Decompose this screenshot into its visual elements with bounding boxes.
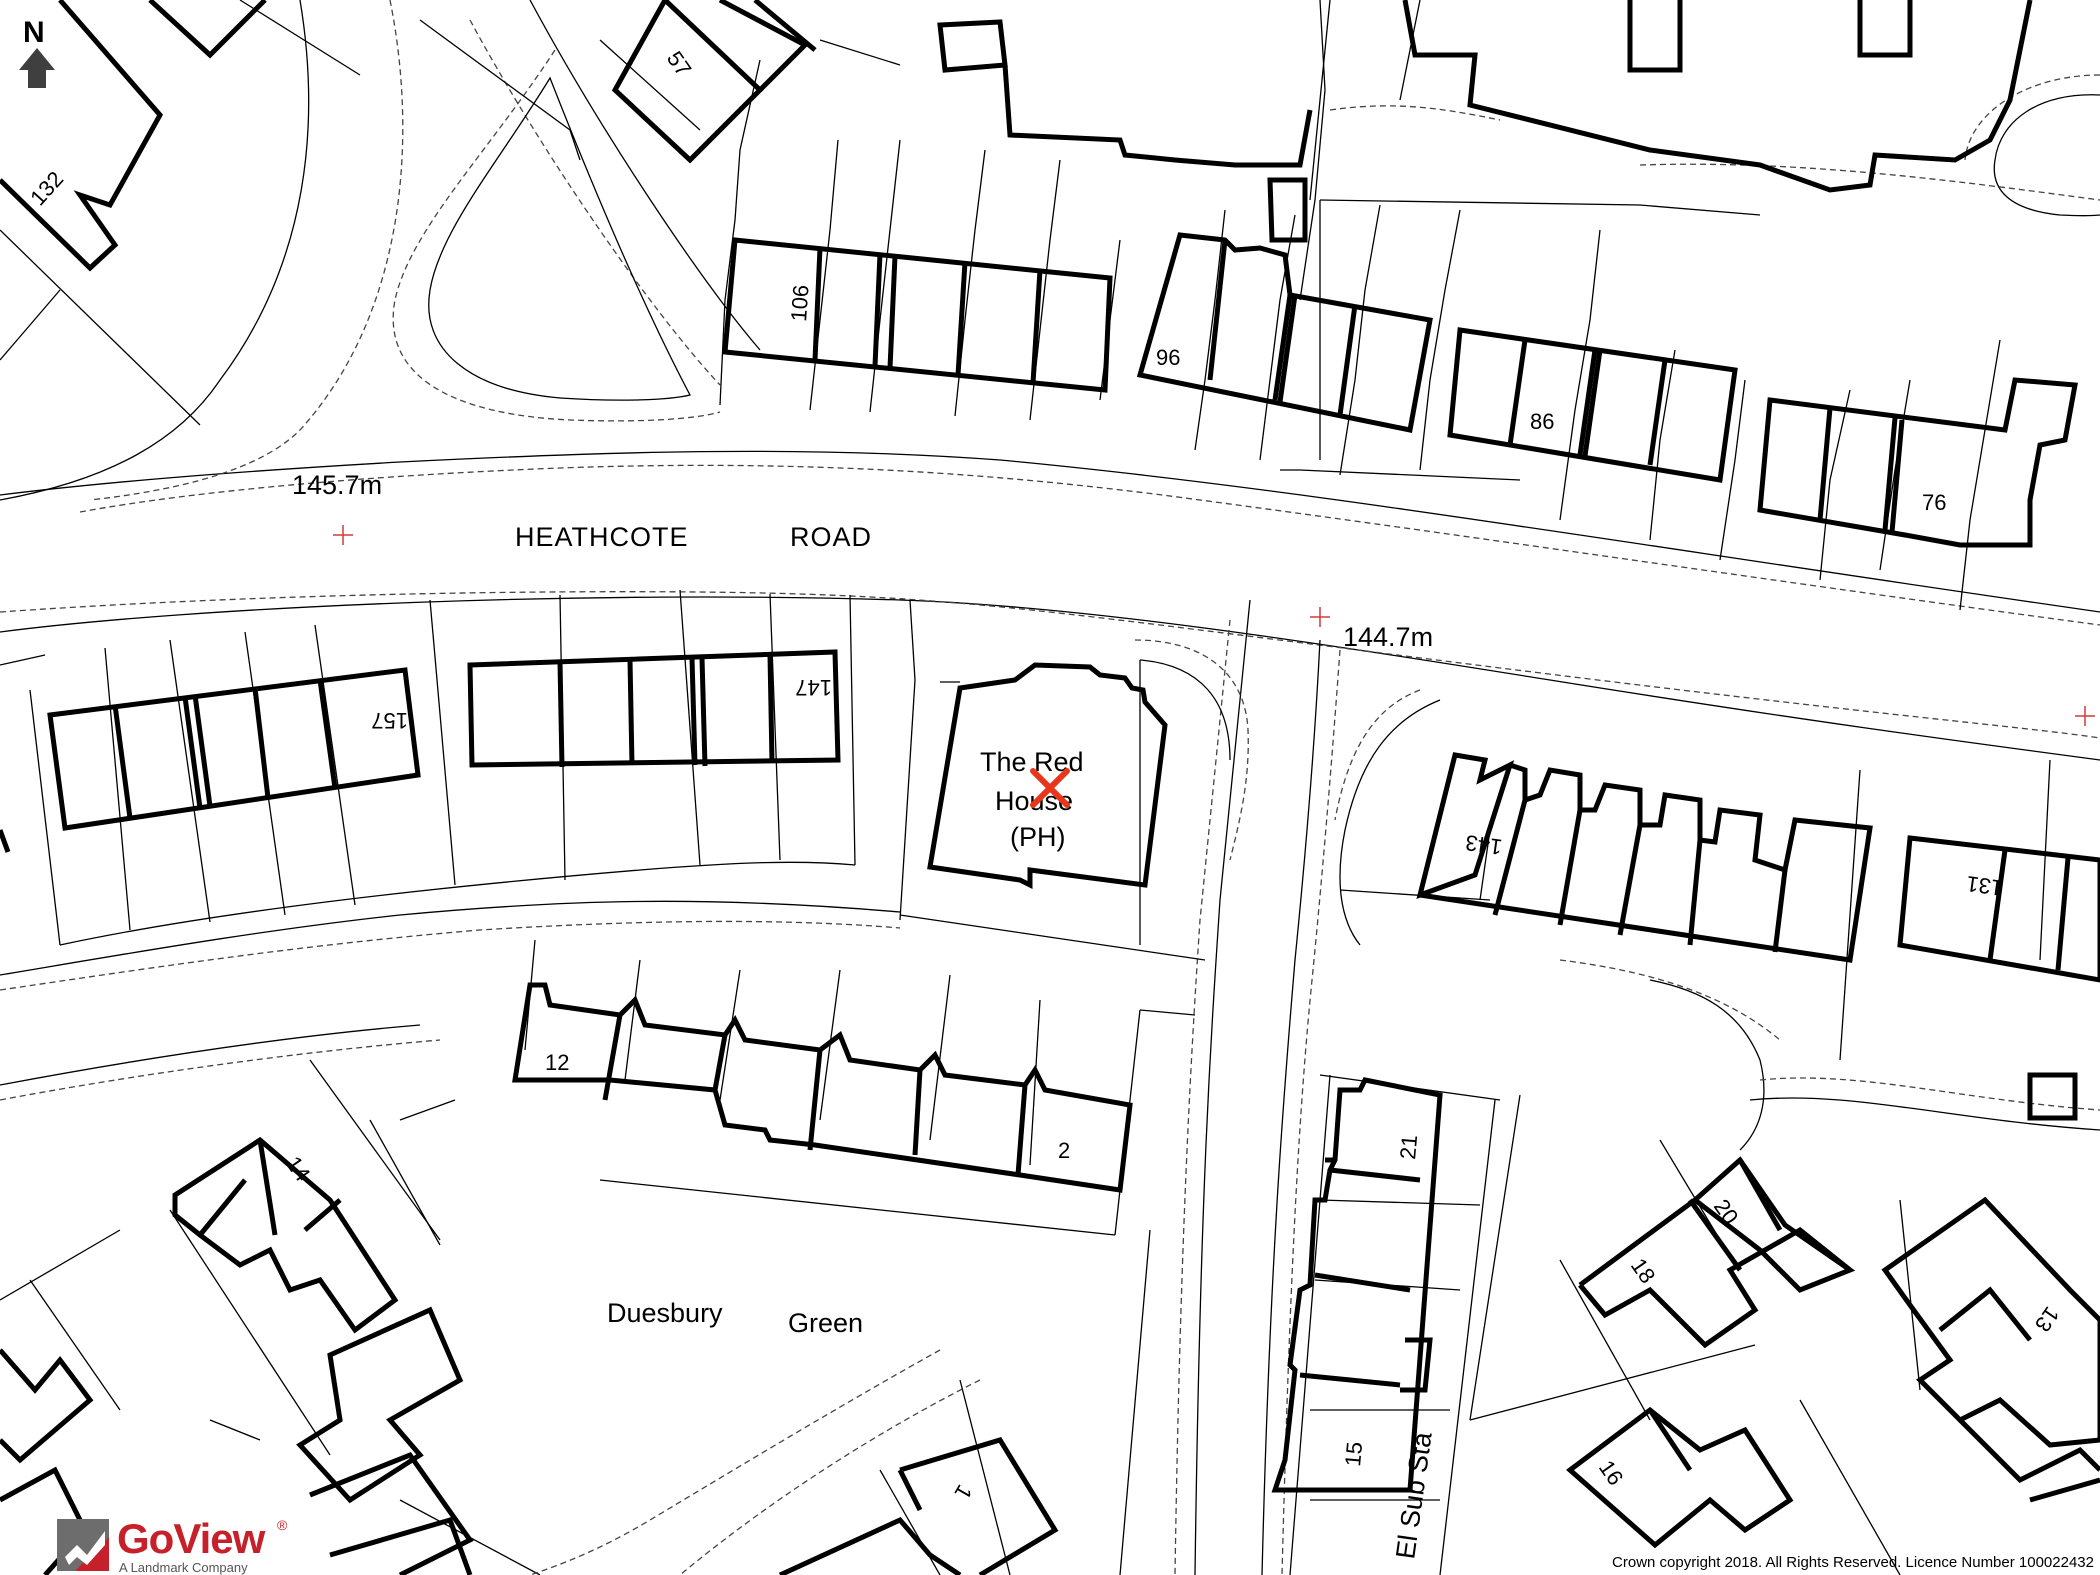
terrace-76: [1757, 377, 2078, 548]
property-boundaries: [0, 0, 2051, 1575]
terrace-131: [1897, 835, 2100, 983]
terrace-86: [1447, 327, 1738, 483]
terrace-21-15: [1271, 1077, 1443, 1493]
house-number-15: 15: [1340, 1441, 1367, 1468]
house-number-106: 106: [786, 284, 814, 322]
terrace-157: [47, 667, 421, 831]
building-large-north: [1402, 0, 2033, 193]
terrace-143: [1416, 752, 1515, 899]
building-red-house-pub: [927, 662, 1168, 890]
building-13: [1881, 1196, 2100, 1448]
green-label-duesbury: Duesbury: [607, 1298, 723, 1328]
green-label-green: Green: [788, 1308, 863, 1338]
goview-logo: GoView ® A Landmark Company: [55, 1515, 315, 1575]
road-label-heathcote: HEATHCOTE: [515, 522, 689, 552]
house-number-12: 12: [545, 1050, 569, 1075]
building-16: [1566, 1406, 1794, 1549]
building-top-left: [148, 0, 267, 59]
house-number-76: 76: [1922, 490, 1946, 515]
red-cross-marker-icon: [1030, 768, 1070, 808]
terrace-147: [467, 649, 841, 768]
house-number-20: 20: [1709, 1195, 1744, 1229]
house-number-13: 13: [2030, 1302, 2065, 1336]
building-14: [172, 1136, 399, 1334]
north-arrow: N: [19, 16, 55, 88]
spot-height-west: 145.7m: [292, 470, 382, 500]
survey-crosses: [333, 525, 2095, 726]
site-marker[interactable]: [1030, 768, 1070, 808]
building-57: [611, 0, 764, 164]
house-number-96: 96: [1156, 345, 1180, 370]
goview-logo-icon: [57, 1519, 109, 1571]
substation-label: El Sub Sta: [1390, 1429, 1438, 1560]
copyright-notice: Crown copyright 2018. All Rights Reserve…: [1612, 1554, 2094, 1571]
terrace-106: [722, 237, 1113, 393]
goview-logo-registered: ®: [277, 1517, 288, 1533]
house-number-1: 1: [950, 1481, 978, 1504]
pub-label-line3: (PH): [1010, 822, 1066, 852]
terrace-12-2: [512, 982, 1133, 1193]
house-number-86: 86: [1530, 409, 1554, 434]
house-number-21: 21: [1395, 1134, 1422, 1161]
house-number-132: 132: [25, 166, 68, 210]
north-arrow-icon: [19, 48, 55, 88]
goview-logo-tagline: A Landmark Company: [119, 1560, 248, 1575]
house-number-2: 2: [1058, 1138, 1070, 1163]
building-1: [899, 1437, 1059, 1575]
house-number-143: 143: [1464, 830, 1504, 860]
house-number-57: 57: [662, 47, 697, 81]
house-number-18: 18: [1626, 1254, 1661, 1288]
terrace-96: [1136, 232, 1433, 433]
road-label-road: ROAD: [790, 522, 872, 552]
house-number-131: 131: [1965, 871, 2005, 901]
house-number-147: 147: [795, 675, 832, 700]
goview-logo-name: GoView: [117, 1515, 265, 1562]
building-132: [0, 0, 164, 272]
house-number-16: 16: [1594, 1456, 1629, 1490]
north-arrow-label: N: [23, 16, 45, 49]
building-20-18: [1578, 1226, 1852, 1349]
spot-height-east: 144.7m: [1343, 622, 1433, 652]
house-number-157: 157: [371, 708, 408, 733]
